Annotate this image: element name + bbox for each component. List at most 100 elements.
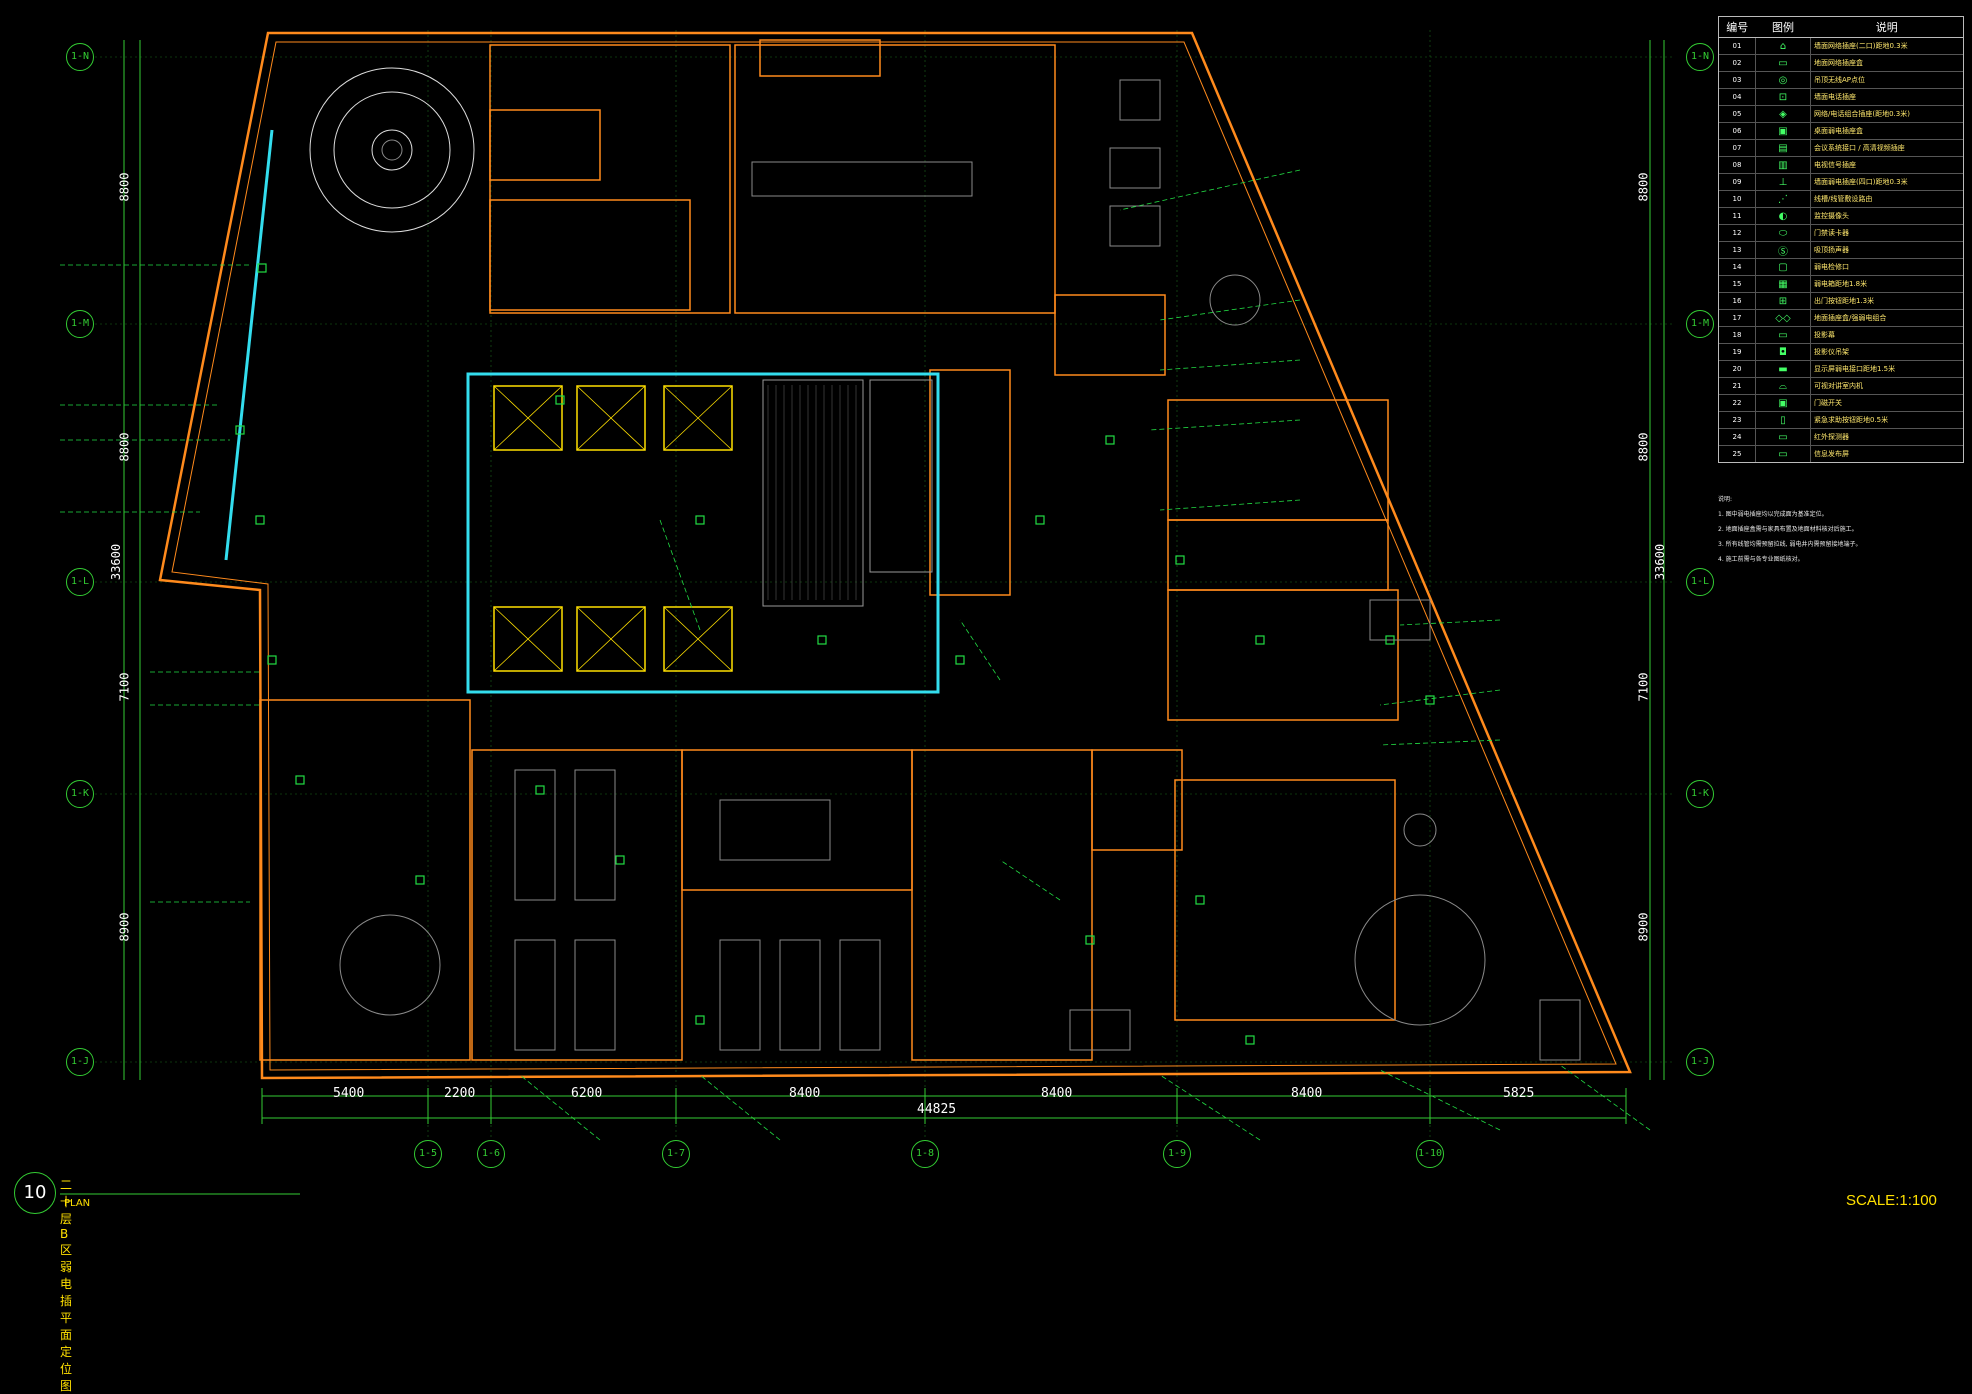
outlet-marker (235, 425, 245, 435)
legend-row: 24▭红外探测器 (1719, 428, 1963, 446)
legend-symbol-icon: ⌂ (1755, 37, 1811, 55)
leader-line (1159, 1074, 1261, 1141)
legend-row: 08▥电视信号插座 (1719, 156, 1963, 174)
grid-bubble-bottom-4: 1-8 (911, 1140, 939, 1168)
elevator-cross (493, 385, 563, 451)
spiral-stair-core (371, 129, 413, 171)
leader-line (959, 619, 1001, 681)
legend-symbol-icon: ⌓ (1755, 377, 1811, 395)
grid-bubble-left-4: 1-K (66, 780, 94, 808)
legend-symbol-icon: ◐ (1755, 207, 1811, 225)
legend-description: 桌面弱电插座盒 (1810, 122, 1963, 140)
legend-number: 24 (1719, 428, 1756, 446)
room-partition (1167, 589, 1399, 721)
dim-left-2: 8800 (117, 432, 132, 462)
legend-number: 11 (1719, 207, 1756, 225)
room-partition (489, 199, 691, 311)
dim-bottom-3: 6200 (571, 1086, 603, 1101)
legend-description: 吸顶扬声器 (1810, 241, 1963, 259)
legend-number: 17 (1719, 309, 1756, 327)
outlet-marker (1175, 555, 1185, 565)
legend-row: 01⌂墙面网络插座(二口)距地0.3米 (1719, 37, 1963, 55)
legend-symbol-icon: ▣ (1755, 122, 1811, 140)
legend-description: 地面网络插座盒 (1810, 54, 1963, 72)
legend-symbol-icon: ⊡ (1755, 88, 1811, 106)
legend-row: 16⊞出门按钮距地1.3米 (1719, 292, 1963, 310)
furniture-item (574, 769, 616, 901)
legend-symbol-icon: ◈ (1755, 105, 1811, 123)
grid-bubble-right-1: 1-N (1686, 43, 1714, 71)
legend-row: 11◐监控摄像头 (1719, 207, 1963, 225)
dim-bottom-5: 8400 (1041, 1086, 1073, 1101)
elevator-shaft (493, 385, 563, 451)
legend-number: 04 (1719, 88, 1756, 106)
legend-row: 04⊡墙面电话插座 (1719, 88, 1963, 106)
legend-row: 09⊥墙面弱电插座(四口)距地0.3米 (1719, 173, 1963, 191)
dim-left-4: 8900 (117, 912, 132, 942)
dimension-lines (123, 40, 1665, 1124)
legend-number: 10 (1719, 190, 1756, 208)
legend-symbol-icon: ▭ (1755, 445, 1811, 462)
dim-right-2: 8800 (1636, 432, 1651, 462)
outlet-marker (1255, 635, 1265, 645)
wall-outlines (158, 31, 1632, 1080)
room-partition (929, 369, 1011, 596)
legend-number: 20 (1719, 360, 1756, 378)
legend-description: 地面插座盒/强弱电组合 (1810, 309, 1963, 327)
title-underline (60, 1193, 300, 1195)
furniture-item (719, 939, 761, 1051)
legend-header-symbol: 图例 (1755, 17, 1811, 38)
legend-description: 可视对讲室内机 (1810, 377, 1963, 395)
furniture-item (751, 161, 973, 197)
note-line: 2. 地面插座盒需与家具布置及地面材料核对后施工。 (1718, 526, 1858, 533)
scale-label: SCALE:1:100 (1846, 1192, 1937, 1209)
outlet-marker (695, 1015, 705, 1025)
legend-symbol-icon: ▯ (1755, 411, 1811, 429)
outlet-marker (535, 785, 545, 795)
outlet-marker (1035, 515, 1045, 525)
legend-description: 投影仪吊架 (1810, 343, 1963, 361)
grid-bubble-bottom-5: 1-9 (1163, 1140, 1191, 1168)
legend-number: 03 (1719, 71, 1756, 89)
outlet-marker (1245, 1035, 1255, 1045)
legend-header-desc: 说明 (1810, 17, 1963, 38)
legend-number: 09 (1719, 173, 1756, 191)
legend-row: 05◈网络/电话组合插座(距地0.3米) (1719, 105, 1963, 123)
legend-row: 21⌓可视对讲室内机 (1719, 377, 1963, 395)
room-partition (259, 699, 471, 1061)
spiral-stair (309, 67, 475, 233)
legend-number: 07 (1719, 139, 1756, 157)
legend-number: 06 (1719, 122, 1756, 140)
room-partition (471, 749, 683, 1061)
furniture-item (1369, 599, 1431, 641)
legend-description: 紧急求助按钮距地0.5米 (1810, 411, 1963, 429)
furniture-item (1109, 147, 1161, 189)
round-table (381, 139, 403, 161)
furniture-item (839, 939, 881, 1051)
legend-row: 22▣门磁开关 (1719, 394, 1963, 412)
legend-row: 20▬显示屏弱电接口距地1.5米 (1719, 360, 1963, 378)
grid-bubble-right-2: 1-M (1686, 310, 1714, 338)
outlet-marker (295, 775, 305, 785)
legend-description: 红外探测器 (1810, 428, 1963, 446)
legend-description: 墙面网络插座(二口)距地0.3米 (1810, 37, 1963, 55)
legend-row: 18▭投影幕 (1719, 326, 1963, 344)
curtain-wall (224, 129, 274, 561)
leader-line (1379, 739, 1501, 746)
legend-row: 02▭地面网络插座盒 (1719, 54, 1963, 72)
room-partition (1091, 749, 1183, 851)
grid-bubble-left-1: 1-N (66, 43, 94, 71)
leader-line (519, 1074, 601, 1141)
legend-symbol-icon: ▦ (1755, 275, 1811, 293)
legend-description: 投影幕 (1810, 326, 1963, 344)
legend-number: 23 (1719, 411, 1756, 429)
legend-number: 05 (1719, 105, 1756, 123)
round-table (1354, 894, 1486, 1026)
legend-row: 06▣桌面弱电插座盒 (1719, 122, 1963, 140)
legend-number: 13 (1719, 241, 1756, 259)
outlet-marker (1085, 935, 1095, 945)
room-partition (911, 749, 1093, 1061)
grid-bubble-right-3: 1-L (1686, 568, 1714, 596)
